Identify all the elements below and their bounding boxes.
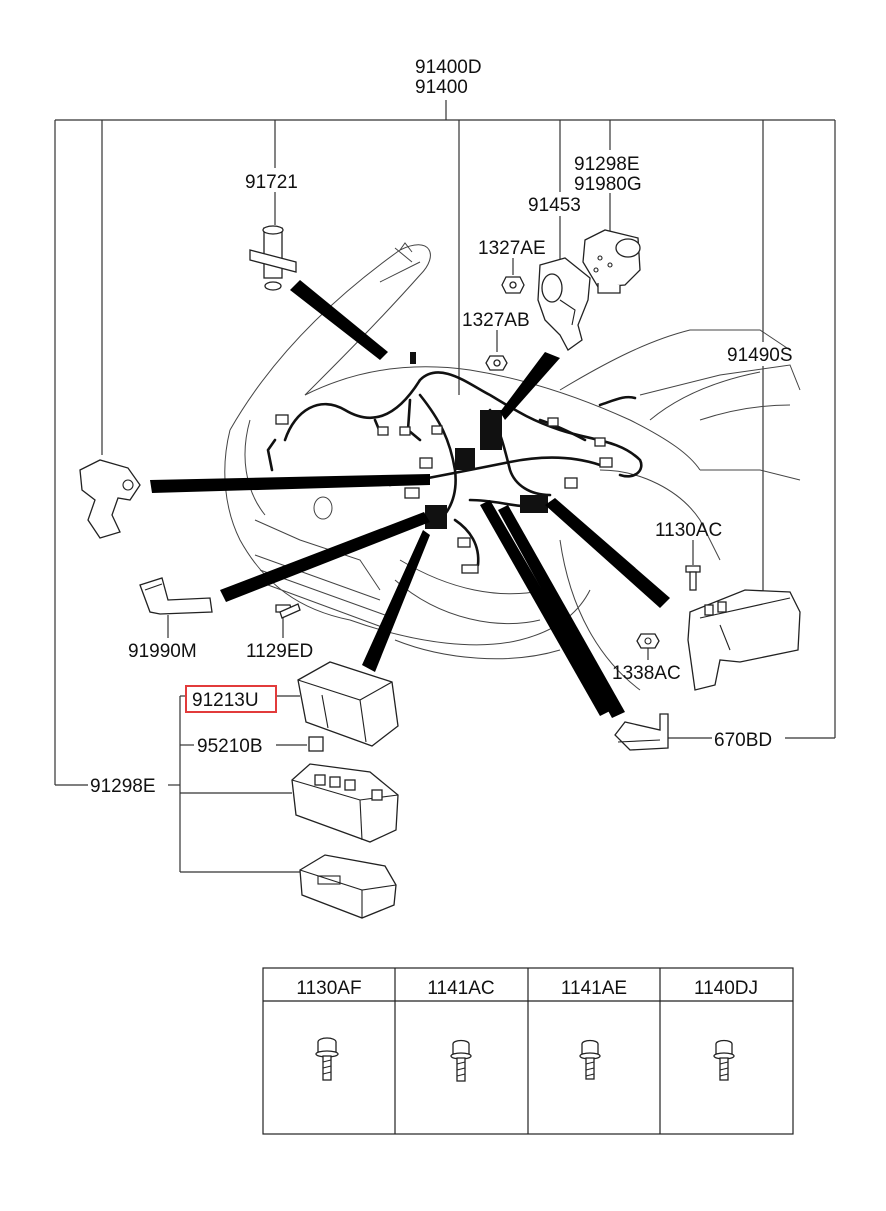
label-1130ac: 1130AC (655, 520, 722, 541)
cover-91213u (297, 661, 399, 747)
fuse-block (291, 763, 399, 843)
bolt-icon (315, 1037, 339, 1081)
leader-lines (54, 100, 836, 873)
fastener-table: 1130AF 1141AC 1141AE 1140DJ (262, 967, 794, 1135)
bracket-91990m (139, 577, 213, 615)
label-1327ae: 1327AE (478, 238, 546, 259)
nut-1327ab (485, 355, 508, 371)
nut-1338ac (636, 633, 660, 649)
label-91400: 91400 (415, 77, 468, 98)
grommet-91721 (249, 225, 297, 291)
table-header-2: 1141AC (427, 978, 494, 999)
bracket-670bd (614, 713, 669, 751)
label-91721: 91721 (245, 172, 298, 193)
label-91400d: 91400D (415, 57, 482, 78)
table-header-1: 1130AF (296, 978, 361, 999)
label-1129ed: 1129ED (246, 641, 313, 662)
bolt-icon (450, 1039, 472, 1082)
label-1338ac: 1338AC (612, 663, 681, 684)
bolt-icon (579, 1039, 601, 1080)
label-91298e-top: 91298E (574, 154, 640, 175)
label-91298e-left: 91298E (90, 776, 156, 797)
highlight-box-91213u (185, 685, 277, 713)
table-header-4: 1140DJ (694, 978, 758, 999)
label-670bd: 670BD (714, 730, 772, 751)
nut-1327ae (501, 276, 525, 294)
label-1327ab: 1327AB (462, 310, 530, 331)
label-91490s: 91490S (727, 345, 793, 366)
cover-91490s (687, 589, 801, 691)
label-91990m: 91990M (128, 641, 197, 662)
label-91980g: 91980G (574, 174, 642, 195)
housing-91298e (582, 229, 641, 294)
relay-95210b (308, 736, 324, 752)
table-header-3: 1141AE (561, 978, 627, 999)
clip-left (79, 459, 141, 539)
bracket-91453 (537, 257, 591, 351)
bolt-1129ed (275, 603, 301, 619)
label-91213u: 91213U (192, 690, 259, 711)
bolt-icon (713, 1039, 735, 1081)
part-labels: 91400D 91400 91721 91298E 91980G 91453 1… (90, 57, 793, 797)
bolt-1130ac (685, 565, 701, 591)
lower-tray (299, 854, 397, 919)
label-91453: 91453 (528, 195, 581, 216)
label-95210b: 95210B (197, 736, 263, 757)
pointer-wedges (150, 280, 670, 718)
wiring-harness (266, 352, 643, 574)
